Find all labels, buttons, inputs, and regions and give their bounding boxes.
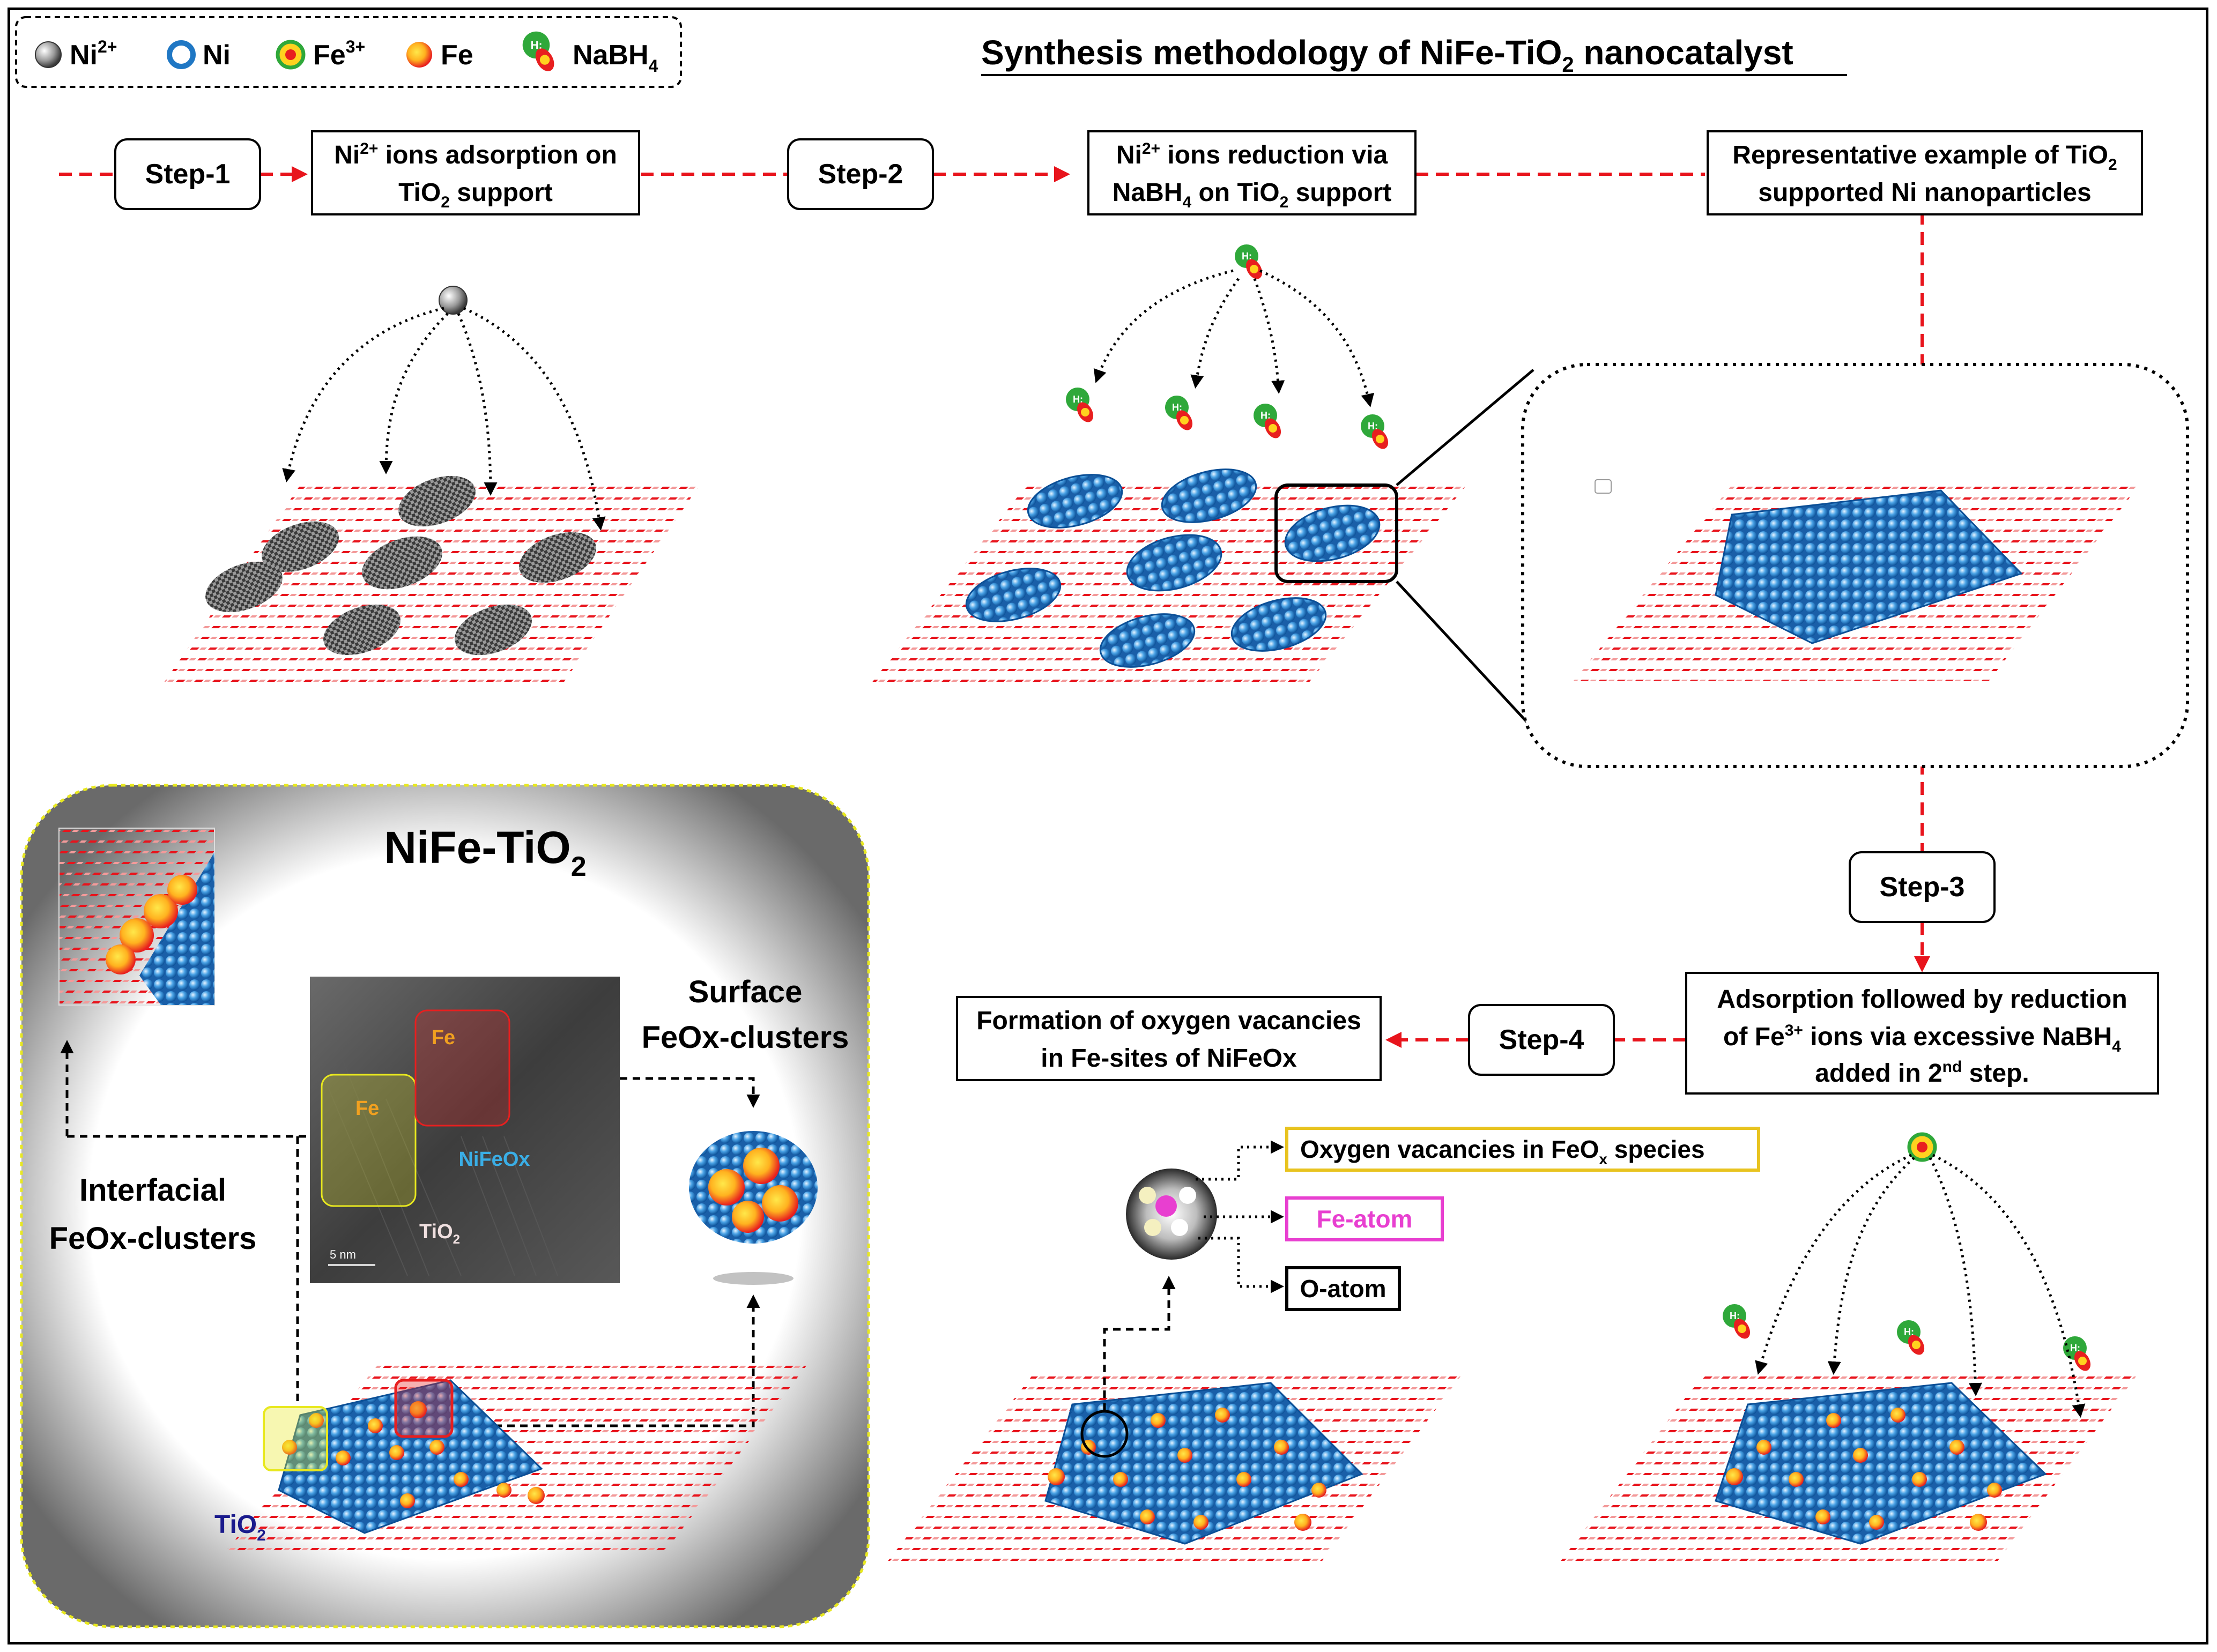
svg-text:added in 2nd step.: added in 2nd step. — [1815, 1058, 2029, 1088]
step-1-label: Step-1 — [114, 138, 261, 210]
svg-text:Adsorption followed by reducti: Adsorption followed by reduction — [1717, 985, 2127, 1014]
nabh4-source — [1235, 244, 1266, 282]
surface-clusters-label-line2: FeOx-clusters — [642, 1020, 849, 1055]
interfacial-clusters-label-line1: Interfacial — [79, 1173, 226, 1208]
page-title: Synthesis methodology of NiFe-TiO2 nanoc… — [981, 33, 1847, 77]
o-atom-label: O-atom — [1285, 1266, 1401, 1311]
vacancies-box: Formation of oxygen vacancies in Fe-site… — [956, 996, 1382, 1081]
legend-fe-label: Fe — [441, 40, 473, 71]
ni2plus-source-ion — [439, 286, 468, 315]
adsorption-box: Ni2+ ions adsorption on TiO2 support — [311, 130, 640, 215]
svg-text:Ni2+ ions adsorption on: Ni2+ ions adsorption on — [334, 140, 617, 169]
ni2plus-ion-icon — [35, 41, 62, 68]
tem-tio2-label: TiO2 — [419, 1221, 460, 1247]
adsorption-paths — [282, 307, 606, 531]
reduction-paths — [1093, 269, 1374, 407]
surface-cluster-zoom — [689, 1131, 818, 1285]
step2-tio2-surface — [871, 244, 1466, 683]
interfacial-cluster-inset — [58, 828, 215, 1006]
svg-text:TiO2 support: TiO2 support — [398, 178, 553, 211]
svg-text:NaBH4 on TiO2 support: NaBH4 on TiO2 support — [1113, 178, 1391, 211]
support-tio2-label: TiO2 — [214, 1510, 266, 1544]
oxygen-vacancies-label: Oxygen vacancies in FeOx species — [1285, 1127, 1760, 1172]
svg-text:supported Ni nanoparticles: supported Ni nanoparticles — [1758, 178, 2091, 207]
nabh4-reductant-2 — [1165, 396, 1196, 433]
svg-text:of Fe3+ ions via excessive Na: of Fe3+ ions via excessive NaBH4 — [1723, 1022, 2121, 1055]
ni-nanoparticle-islands — [965, 468, 1381, 668]
tem-scale-label: 5 nm — [330, 1248, 356, 1261]
step-3-label: Step-3 — [1849, 851, 1996, 923]
legend: Ni2+ Ni Fe3+ Fe NaBH4 — [15, 16, 682, 88]
legend-ni-label: Ni — [203, 40, 231, 71]
svg-text:Ni2+ ions reduction via: Ni2+ ions reduction via — [1116, 140, 1388, 169]
adsorbed-ni2plus-islands — [205, 475, 596, 656]
tem-fe-label-2: Fe — [432, 1026, 455, 1049]
zoom-connector-lines — [1396, 369, 1534, 730]
fe-atoms-step3 — [1726, 1408, 2002, 1531]
nabh4-step3-3 — [2063, 1336, 2094, 1374]
representative-box: Representative example of TiO2 supported… — [1707, 130, 2143, 215]
ni-atom-icon — [167, 40, 196, 69]
svg-text:Step-2: Step-2 — [818, 159, 903, 190]
nabh4-reductant-4 — [1361, 414, 1392, 452]
reduction-box: Ni2+ ions reduction via NaBH4 on TiO2 su… — [1087, 130, 1417, 215]
svg-text:Step-3: Step-3 — [1880, 872, 1965, 903]
fe-atom-icon — [406, 42, 432, 68]
fe-atom-label: Fe-atom — [1285, 1196, 1444, 1241]
step4-tio2-surface: Oxygen vacancies in FeOx species Fe-atom… — [885, 1127, 1760, 1565]
magnified-vacancy-cluster — [1126, 1169, 1217, 1260]
step1-tio2-surface — [164, 286, 700, 683]
svg-text:Fe-atom: Fe-atom — [1317, 1205, 1413, 1233]
svg-text:Formation of oxygen vacancies: Formation of oxygen vacancies — [976, 1007, 1361, 1035]
tem-fe-label-1: Fe — [355, 1097, 379, 1120]
svg-text:in Fe-sites of NiFeOx: in Fe-sites of NiFeOx — [1041, 1044, 1297, 1073]
nife-tio2-panel: NiFe-TiO2 Fe Fe NiFeOx TiO2 5 nm — [20, 784, 870, 1628]
svg-text:Representative example of TiO2: Representative example of TiO2 — [1732, 141, 2117, 174]
fe-adsorption-paths — [1755, 1154, 2086, 1418]
nabh4-reductant-1 — [1066, 388, 1097, 425]
step3-tio2-surface — [1558, 1132, 2139, 1565]
nife-tio2-surface: TiO2 — [214, 1361, 810, 1552]
fe-reduction-box: Adsorption followed by reduction of Fe3+… — [1685, 972, 2159, 1095]
svg-text:Oxygen vacancies in FeOx speci: Oxygen vacancies in FeOx species — [1300, 1135, 1705, 1167]
vacancy-site-marker — [1080, 1410, 1129, 1458]
step-2-label: Step-2 — [787, 138, 934, 210]
zoomed-ni-nanoparticle — [1521, 363, 2189, 768]
tem-nifeox-label: NiFeOx — [458, 1148, 530, 1171]
figure-frame — [8, 8, 2208, 1644]
nabh4-reductant-3 — [1254, 404, 1285, 441]
fe-atoms-step4 — [1048, 1408, 1326, 1531]
interfacial-clusters-label-line2: FeOx-clusters — [49, 1221, 257, 1256]
fe3plus-ion-icon — [276, 40, 306, 70]
species-callout-lines — [1196, 1140, 1284, 1293]
svg-text:O-atom: O-atom — [1300, 1275, 1386, 1303]
nabh4-step3-2 — [1897, 1320, 1928, 1358]
panel-title: NiFe-TiO2 — [384, 822, 586, 882]
legend-ni2plus-label: Ni2+ — [70, 37, 117, 71]
surface-clusters-label-line1: Surface — [688, 974, 803, 1009]
nabh4-step3-1 — [1723, 1304, 1754, 1342]
svg-text:Synthesis methodology of NiFe-: Synthesis methodology of NiFe-TiO2 nanoc… — [981, 33, 1793, 77]
svg-text:Step-4: Step-4 — [1499, 1024, 1584, 1055]
fe3plus-source-ion — [1907, 1132, 1937, 1162]
legend-fe3plus-label: Fe3+ — [313, 37, 365, 71]
step-4-label: Step-4 — [1468, 1004, 1615, 1076]
legend-nabh4-label: NaBH4 — [573, 40, 658, 76]
svg-text:Step-1: Step-1 — [145, 159, 231, 190]
tem-micrograph: Fe Fe NiFeOx TiO2 5 nm — [310, 977, 620, 1283]
